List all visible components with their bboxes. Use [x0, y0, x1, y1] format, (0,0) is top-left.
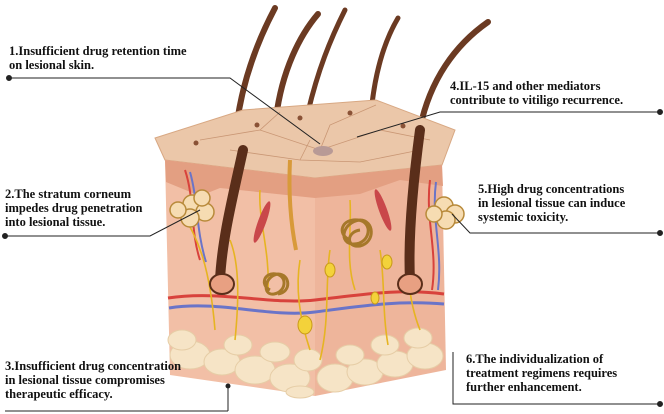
sebaceous-glands	[169, 189, 465, 230]
callout-5-line-3: systemic toxicity.	[478, 210, 569, 224]
callout-5-line-1: 5.High drug concentrations	[478, 182, 625, 196]
callout-4: 4.IL-15 and other mediators contribute t…	[450, 79, 660, 107]
callout-5: 5.High drug concentrations in lesional t…	[478, 182, 660, 224]
callout-3-line-3: therapeutic efficacy.	[5, 387, 113, 401]
leader-lines	[2, 75, 663, 412]
callout-3: 3.Insufficient drug concentration in les…	[5, 359, 227, 401]
callout-5-line-2: in lesional tissue can induce	[478, 196, 626, 210]
arrector-pili-muscles	[253, 189, 392, 243]
callout-1-line-1: 1.Insufficient drug retention time	[9, 44, 187, 58]
callout-1: 1.Insufficient drug retention time on le…	[9, 44, 227, 72]
callout-2: 2.The stratum corneum impedes drug penet…	[5, 187, 155, 229]
subcutaneous-fat	[167, 327, 444, 399]
callout-6-line-2: treatment regimens requires	[466, 366, 618, 380]
callout-2-line-2: impedes drug penetration	[5, 201, 143, 215]
hair-pore	[313, 146, 333, 156]
callout-2-line-1: 2.The stratum corneum	[5, 187, 132, 201]
callout-4-line-2: contribute to vitiligo recurrence.	[450, 93, 624, 107]
hair-follicles	[209, 125, 425, 295]
sweat-glands	[262, 218, 373, 296]
callout-3-line-2: in lesional tissue compromises	[5, 373, 165, 387]
callout-6-line-3: further enhancement.	[466, 380, 582, 394]
callout-4-line-1: 4.IL-15 and other mediators	[450, 79, 601, 93]
hair-shafts	[233, 5, 491, 133]
callout-3-line-1: 3.Insufficient drug concentration	[5, 359, 182, 373]
callout-6-line-1: 6.The individualization of	[466, 352, 604, 366]
callout-1-line-2: on lesional skin.	[9, 58, 95, 72]
callout-2-line-3: into lesional tissue.	[5, 215, 106, 229]
callout-6: 6.The individualization of treatment reg…	[466, 352, 660, 394]
